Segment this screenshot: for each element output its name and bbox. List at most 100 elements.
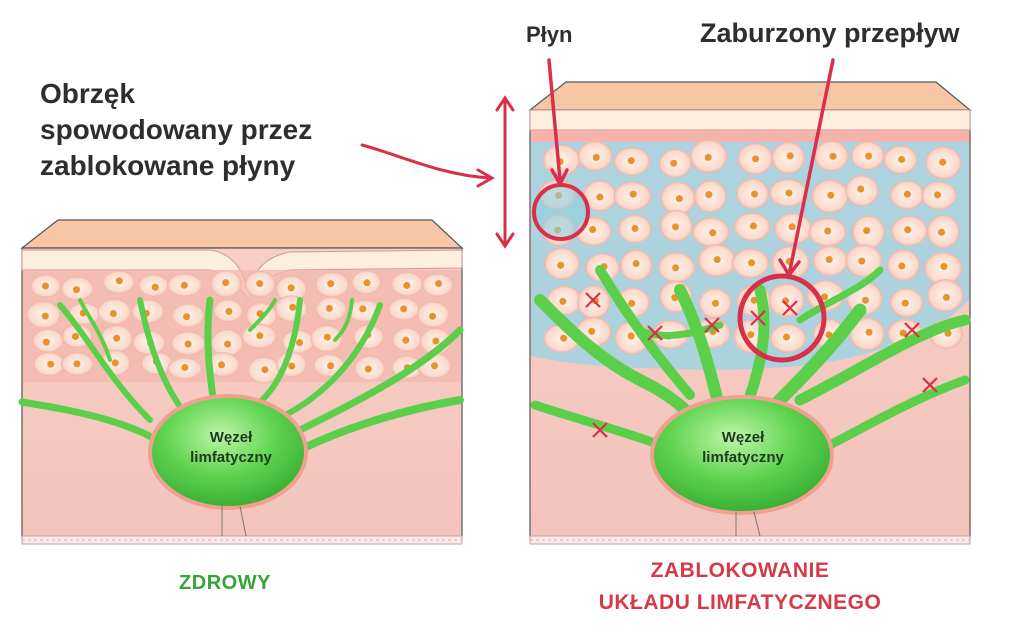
cell-nucleus	[325, 304, 333, 312]
edema-caption-line3: zablokowane płyny	[40, 150, 296, 181]
disturbed-flow-circle	[737, 273, 827, 363]
cell-nucleus	[183, 313, 191, 321]
cell-nucleus	[256, 332, 264, 340]
cell-nucleus	[782, 333, 790, 341]
cell-nucleus	[827, 191, 835, 199]
cell-nucleus	[559, 297, 567, 305]
cell-nucleus	[713, 256, 721, 264]
blocked-caption-line1: ZABLOKOWANIE	[650, 559, 830, 582]
cell-nucleus	[629, 190, 637, 198]
cell-nucleus	[750, 296, 758, 304]
cell-nucleus	[115, 277, 123, 285]
disturbed-flow-label: Zaburzony przepływ	[700, 18, 960, 48]
fluid-label: Płyn	[526, 22, 573, 47]
cell-nucleus	[42, 338, 50, 346]
blockage-markers	[585, 292, 938, 438]
cell-nucleus	[72, 286, 80, 294]
lymph-node-right-line2: limfatyczny	[702, 449, 784, 466]
cell-nucleus	[863, 227, 871, 235]
blockage-x-mark	[904, 322, 920, 338]
cell-nucleus	[749, 222, 757, 230]
fluid-pointer	[547, 58, 562, 182]
blocked-caption: ZABLOKOWANIE UKŁADU LIMFATYCZNEGO	[560, 555, 920, 619]
cell-nucleus	[632, 260, 640, 268]
cell-nucleus	[751, 190, 759, 198]
cell-nucleus	[704, 153, 712, 161]
lymph-node-left-label: Węzeł limfatyczny	[176, 428, 286, 468]
cell-nucleus	[865, 152, 873, 160]
cell-nucleus	[672, 223, 680, 231]
cell-nucleus	[788, 223, 796, 231]
blockage-x-mark	[592, 422, 608, 438]
cell-nucleus	[224, 340, 232, 348]
cell-nucleus	[944, 329, 952, 337]
cell-nucleus	[861, 296, 869, 304]
cell-nucleus	[180, 281, 188, 289]
cell-nucleus	[939, 158, 947, 166]
cell-nucleus	[181, 363, 189, 371]
lymph-node-left-line1: Węzeł	[209, 429, 253, 446]
cell-nucleus	[218, 361, 226, 369]
cell-nucleus	[709, 229, 717, 237]
cell-nucleus	[675, 195, 683, 203]
cell-nucleus	[589, 225, 597, 233]
cell-nucleus	[71, 332, 79, 340]
cell-nucleus	[222, 279, 230, 287]
cell-nucleus	[748, 259, 756, 267]
cell-nucleus	[363, 279, 371, 287]
cell-nucleus	[933, 191, 941, 199]
cell-nucleus	[857, 185, 865, 193]
cell-nucleus	[327, 280, 335, 288]
cell-nucleus	[592, 153, 600, 161]
cell-nucleus	[672, 264, 680, 272]
blockage-x-mark	[647, 325, 663, 341]
cell-nucleus	[557, 261, 565, 269]
epidermis-right	[529, 109, 971, 131]
cell-nucleus	[865, 328, 873, 336]
blockage-x-mark	[922, 377, 938, 393]
cell-nucleus	[261, 366, 269, 374]
cell-nucleus	[596, 193, 604, 201]
cell-nucleus	[151, 283, 159, 291]
cell-nucleus	[41, 312, 49, 320]
cell-nucleus	[588, 327, 596, 335]
cell-nucleus	[289, 303, 297, 311]
cell-nucleus	[287, 284, 295, 292]
fluid-highlight-circle	[532, 183, 590, 241]
cell-nucleus	[560, 334, 568, 342]
cell-nucleus	[752, 155, 760, 163]
cell-nucleus	[747, 331, 755, 339]
cell-nucleus	[825, 256, 833, 264]
cell-nucleus	[359, 305, 367, 313]
cell-nucleus	[400, 305, 408, 313]
lymph-node-right-line1: Węzeł	[721, 429, 765, 446]
cell-nucleus	[364, 365, 372, 373]
cell-nucleus	[113, 334, 121, 342]
cell-nucleus	[937, 228, 945, 236]
cell-nucleus	[435, 280, 443, 288]
cell-nucleus	[705, 191, 713, 199]
cell-nucleus	[184, 340, 192, 348]
cell-nucleus	[824, 227, 832, 235]
cell-nucleus	[42, 282, 50, 290]
cell-nucleus	[631, 224, 639, 232]
lymph-node-left-shape	[148, 394, 308, 510]
blockage-x-mark	[585, 292, 601, 308]
cell-nucleus	[327, 362, 335, 370]
cell-nucleus	[288, 362, 296, 370]
blockage-x-mark	[750, 310, 766, 326]
edema-caption: Obrzęk spowodowany przez zablokowane pły…	[40, 76, 370, 184]
cell-nucleus	[431, 362, 439, 370]
cell-nucleus	[785, 189, 793, 197]
edema-caption-line2: spowodowany przez	[40, 114, 313, 145]
cell-nucleus	[256, 280, 264, 288]
cell-nucleus	[711, 299, 719, 307]
cell-nucleus	[627, 157, 635, 165]
cell-nucleus	[901, 299, 909, 307]
cell-nucleus	[403, 281, 411, 289]
cell-nucleus	[858, 257, 866, 265]
cell-nucleus	[296, 339, 304, 347]
annotations	[360, 58, 835, 363]
cell-nucleus	[402, 336, 410, 344]
